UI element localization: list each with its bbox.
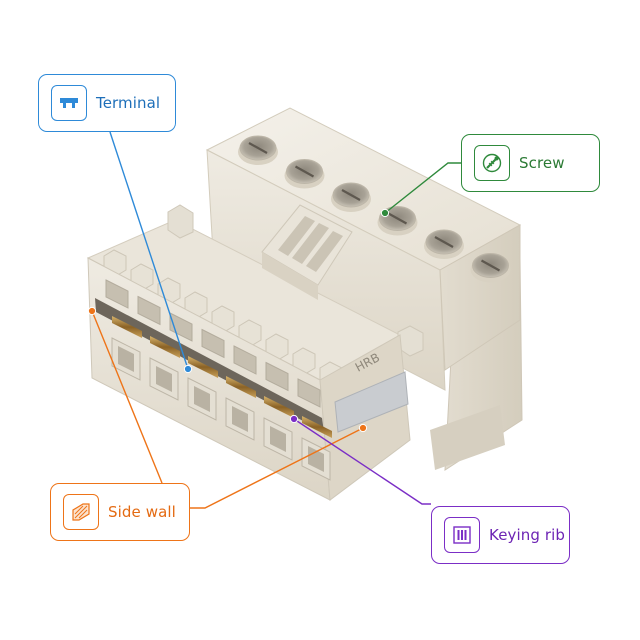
contact-strip: [226, 376, 256, 398]
lower-opening: [194, 386, 210, 412]
screw-callout: Screw: [461, 134, 600, 192]
opening: [297, 378, 321, 408]
screw-slot: [294, 165, 315, 178]
screw-leader: [384, 162, 461, 214]
keying-rib-icon: [444, 517, 480, 553]
lower-opening: [232, 406, 248, 432]
sidewall-leader-a: [91, 310, 163, 484]
opening: [233, 345, 257, 375]
latch-lever: [261, 204, 353, 300]
terminal-marker: [183, 364, 193, 374]
sidewall-marker-b: [358, 423, 368, 433]
keying-marker: [289, 414, 299, 424]
comb-teeth: [103, 249, 343, 389]
side-wall-callout: Side wall: [50, 483, 190, 541]
contact-strip: [150, 336, 180, 358]
contact-strip: [302, 416, 332, 438]
screw-slot: [341, 189, 361, 201]
contact-strip: [188, 356, 218, 378]
lower-opening: [118, 346, 134, 372]
opening: [137, 295, 161, 326]
terminal-contacts: [112, 316, 332, 438]
keying-leader: [293, 418, 431, 505]
opening: [169, 312, 193, 342]
side-wall-label: Side wall: [108, 503, 176, 521]
screw-slot: [480, 259, 501, 272]
opening: [105, 279, 129, 309]
screw-row: [238, 135, 511, 283]
screw-marker: [380, 208, 390, 218]
leader-lines: [91, 131, 461, 509]
screw-label: Screw: [519, 154, 565, 172]
screw-slot: [434, 236, 454, 248]
metal-plate: [334, 371, 409, 433]
opening: [201, 328, 225, 359]
terminal-leader: [109, 131, 189, 370]
screw-icon: [474, 145, 510, 181]
screw-slot: [248, 142, 268, 154]
corner-post: [167, 204, 194, 239]
sidewall-marker-a: [87, 306, 97, 316]
contact-strip: [264, 396, 294, 418]
sidewall-leader-b: [190, 427, 364, 509]
opening: [265, 361, 289, 392]
lower-opening: [156, 366, 172, 392]
keying-rib-callout: Keying rib: [431, 506, 570, 564]
terminal-label: Terminal: [96, 94, 161, 112]
contact-strip: [112, 316, 142, 338]
terminal-callout: Terminal: [38, 74, 176, 132]
terminal-icon: [51, 85, 87, 121]
side-wall-icon: [63, 494, 99, 530]
keying-rib-label: Keying rib: [489, 526, 566, 544]
lower-opening: [308, 446, 324, 472]
lower-opening: [270, 426, 286, 452]
rear-foot: [430, 405, 505, 470]
screw-slot: [387, 212, 408, 225]
upper-openings: [105, 279, 321, 408]
lower-openings: [111, 337, 331, 481]
